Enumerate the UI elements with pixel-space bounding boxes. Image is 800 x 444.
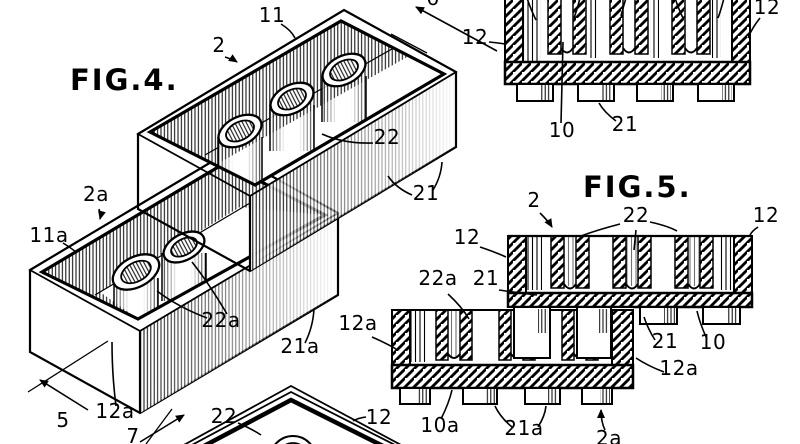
label-12a-fig5-right: 12a: [659, 356, 698, 380]
top-section-studs: [516, 83, 735, 102]
fig4-isometric-view: FIG.4. 11 2 22 21: [70, 3, 458, 273]
label-22a-brick: 22a: [201, 308, 240, 332]
section-marker-7: 7: [126, 408, 185, 444]
label-2a-fig5: 2a: [596, 426, 622, 444]
brick-2a-tube-ring: [111, 253, 161, 291]
fig5-view: FIG.5.: [338, 170, 779, 444]
label-2-fig4: 2: [212, 33, 225, 57]
label-12-fig5-left: 12: [454, 225, 480, 249]
label-21a-brick: 21a: [280, 334, 319, 358]
label-12-top-left: 12: [462, 25, 488, 49]
fig4-tube-ring: [269, 81, 315, 117]
top-partial-cross-section: 12 12 10 21: [462, 0, 780, 142]
label-21-fig4: 21: [413, 181, 439, 205]
label-12a-fig5-left: 12a: [338, 311, 377, 335]
label-21-top: 21: [612, 112, 638, 136]
label-22a-fig5: 22a: [418, 266, 457, 290]
label-22-plan: 22: [211, 404, 237, 428]
section-label-7: 7: [126, 424, 139, 444]
label-12a-brick: 12a: [95, 399, 134, 423]
fig4-title: FIG.4.: [70, 63, 179, 97]
partial-plan-view: 22 12: [183, 384, 402, 444]
fig5-inserted-studs: [513, 306, 612, 359]
label-2-fig5: 2: [527, 188, 540, 212]
fig5-upper-section: [506, 232, 754, 325]
label-22-fig4: 22: [374, 125, 400, 149]
label-11: 11: [259, 3, 285, 27]
label-10a-fig5: 10a: [420, 413, 459, 437]
label-10-top: 10: [549, 118, 575, 142]
label-2a-brick: 2a: [83, 182, 109, 206]
label-21a-fig5: 21a: [504, 416, 543, 440]
label-10-fig5: 10: [700, 330, 726, 354]
label-12-top-right: 12: [754, 0, 780, 19]
fig4-tube-ring: [321, 52, 367, 88]
label-12-plan: 12: [366, 405, 392, 429]
label-22-fig5: 22: [623, 203, 649, 227]
section-label-5: 5: [56, 408, 69, 432]
fig5-callouts: 2 22 12 12 22a 21 21 10 12a 12a 10a 21a …: [338, 188, 779, 444]
section-label-6: 6: [426, 0, 439, 10]
section-marker-5: 5: [27, 340, 109, 432]
fig5-title: FIG.5.: [583, 170, 692, 204]
section-marker-6: 6: [390, 0, 498, 54]
label-11a: 11a: [29, 223, 68, 247]
label-12-fig5-right: 12: [753, 203, 779, 227]
fig4-tube-ring: [217, 113, 263, 149]
label-21-fig5-right: 21: [652, 329, 678, 353]
label-21-fig5-left: 21: [473, 266, 499, 290]
